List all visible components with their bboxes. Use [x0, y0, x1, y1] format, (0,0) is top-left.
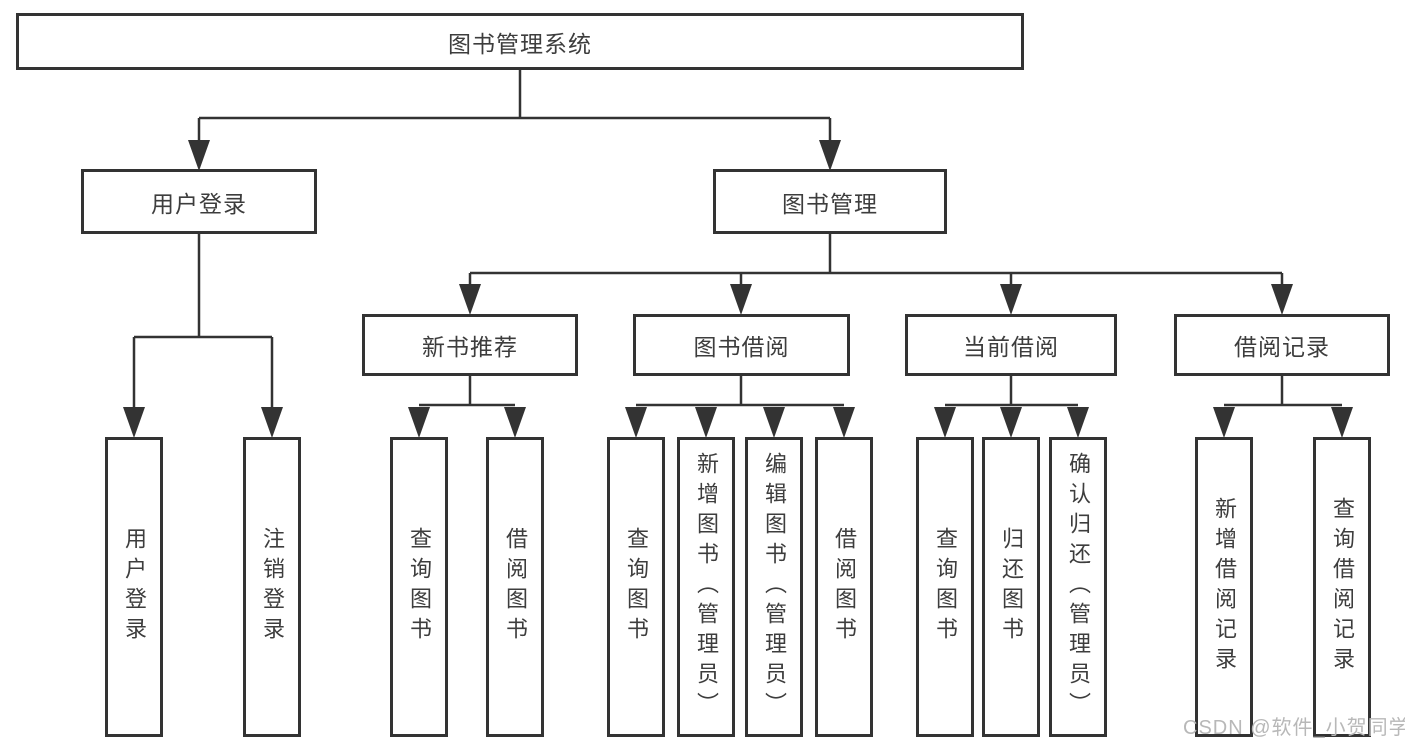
node-label: 查询图书: [624, 527, 649, 647]
leaf-edit-book-admin: 编辑图书（管理员）: [745, 437, 803, 737]
node-root: 图书管理系统: [16, 13, 1024, 70]
node-borrow-records: 借阅记录: [1174, 314, 1390, 376]
node-label: 新增图书（管理员）: [694, 452, 719, 722]
leaf-logout: 注销登录: [243, 437, 301, 737]
leaf-borrow-books: 借阅图书: [815, 437, 873, 737]
watermark: CSDN @软件_小贺同学: [1183, 717, 1405, 739]
leaf-query-books-recommend: 查询图书: [390, 437, 448, 737]
node-label: 借阅图书: [503, 527, 528, 647]
leaf-add-book-admin: 新增图书（管理员）: [677, 437, 735, 737]
leaf-query-borrow-record: 查询借阅记录: [1313, 437, 1371, 737]
node-current-borrow: 当前借阅: [905, 314, 1117, 376]
leaf-query-books-current: 查询图书: [916, 437, 974, 737]
node-label: 注销登录: [260, 527, 285, 647]
node-label: 查询图书: [407, 527, 432, 647]
node-label: 查询借阅记录: [1330, 497, 1355, 677]
node-book-management: 图书管理: [713, 169, 947, 234]
node-book-borrow: 图书借阅: [633, 314, 850, 376]
node-label: 确认归还（管理员）: [1066, 452, 1091, 722]
leaf-borrow-books-recommend: 借阅图书: [486, 437, 544, 737]
node-new-book-recommend: 新书推荐: [362, 314, 578, 376]
node-label: 编辑图书（管理员）: [762, 452, 787, 722]
leaf-user-login: 用户登录: [105, 437, 163, 737]
leaf-add-borrow-record: 新增借阅记录: [1195, 437, 1253, 737]
node-label: 新增借阅记录: [1212, 497, 1237, 677]
node-label: 查询图书: [933, 527, 958, 647]
leaf-return-book: 归还图书: [982, 437, 1040, 737]
leaf-query-books-borrow: 查询图书: [607, 437, 665, 737]
node-label: 归还图书: [999, 527, 1024, 647]
node-user-login: 用户登录: [81, 169, 317, 234]
leaf-confirm-return-admin: 确认归还（管理员）: [1049, 437, 1107, 737]
node-label: 用户登录: [122, 527, 147, 647]
node-label: 借阅图书: [832, 527, 857, 647]
